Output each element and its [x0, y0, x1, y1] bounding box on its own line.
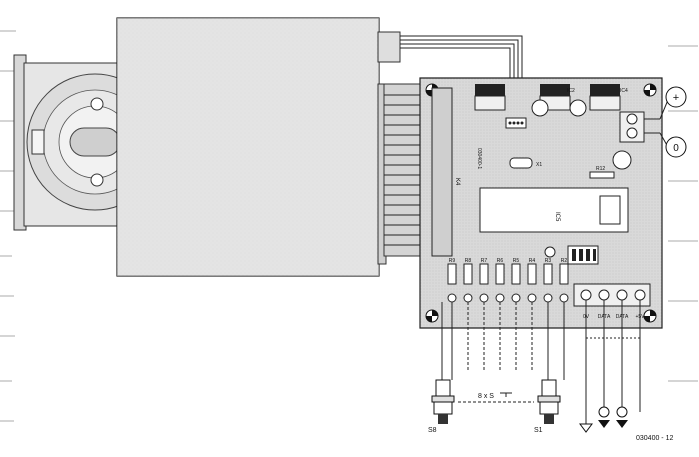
ic5-label: IC5 — [554, 212, 560, 222]
ic-small-label: IC4 — [620, 88, 628, 94]
figure-id: 030400 - 12 — [636, 435, 673, 442]
switch-s8: S8 — [428, 379, 455, 434]
plus-symbol: + — [673, 92, 679, 104]
switch-wires — [441, 302, 565, 392]
output-terminal-block — [573, 283, 651, 307]
resistor-label: R12 — [596, 166, 605, 172]
resistor-label-r6: R6 — [497, 258, 504, 264]
resistor-row — [447, 263, 569, 285]
resistor-label-r8: R8 — [465, 258, 472, 264]
power-symbols: + 0 — [644, 86, 687, 158]
resistor-label-r2: R2 — [561, 258, 568, 264]
resistor-label-r3: R3 — [545, 258, 552, 264]
switch-s1: S1 — [534, 379, 561, 434]
output-wires — [585, 300, 641, 424]
ground-symbol: 0 — [673, 143, 679, 154]
connector-label: K4 — [454, 178, 460, 186]
crystal-label: X1 — [536, 162, 542, 168]
pcb-code: 030400-1 — [476, 148, 482, 169]
mount-hole — [643, 309, 657, 323]
page-bleed-right — [668, 45, 698, 382]
resistor-label-r9: R9 — [449, 258, 456, 264]
switch-count-label: 8 x S — [478, 393, 494, 400]
mount-hole — [425, 309, 439, 323]
switch-label-s8: S8 — [428, 427, 437, 434]
resistor-label-r4: R4 — [529, 258, 536, 264]
switch-label-s1: S1 — [534, 427, 543, 434]
page-bleed-left — [0, 30, 16, 422]
header-pads — [447, 293, 569, 303]
output-symbols — [579, 406, 628, 433]
mount-hole — [643, 83, 657, 97]
switch-count-annotation: 8 x S — [458, 392, 534, 403]
resistor-label-r7: R7 — [481, 258, 488, 264]
resistor-labels: R9 R8 R7 R6 R5 R4 R3 R2 — [449, 258, 568, 264]
resistor-label-r5: R5 — [513, 258, 520, 264]
main-housing — [116, 17, 435, 277]
ic-small-label-2: IC2 — [567, 88, 575, 94]
pcb-board: K4 IC4 IC2 030400-1 X1 R12 — [419, 77, 663, 329]
